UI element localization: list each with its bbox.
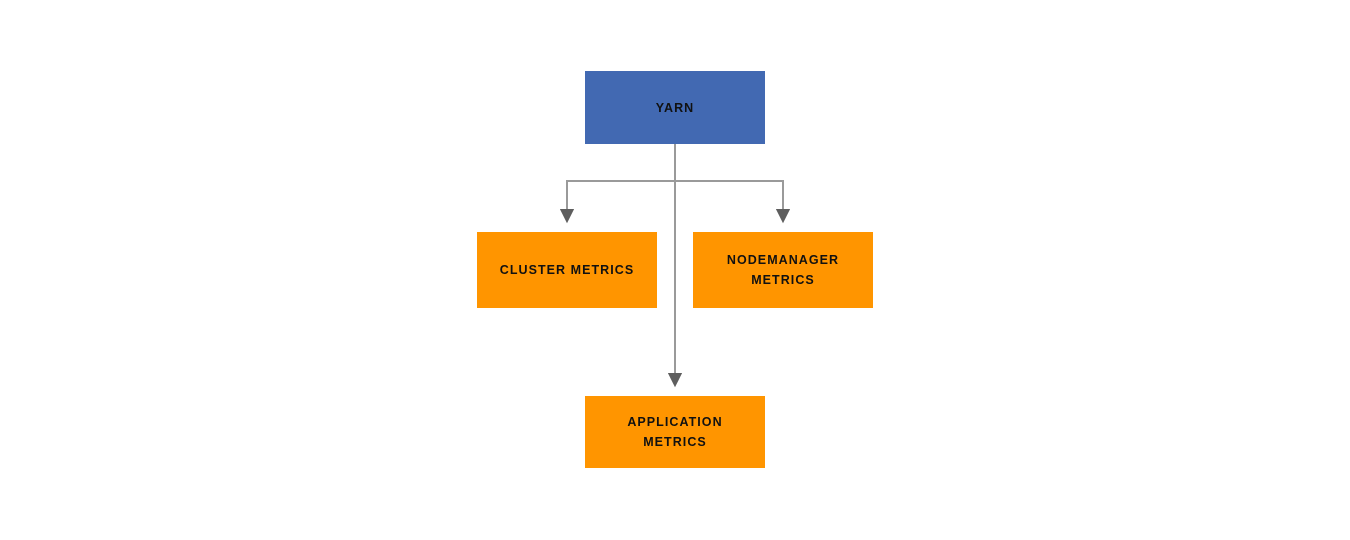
node-nodemanager-metrics-label: NODEMANAGER METRICS [726,253,840,287]
node-cluster-metrics[interactable]: CLUSTER METRICS [477,232,657,308]
node-yarn-label: YARN [655,100,695,115]
node-application-metrics[interactable]: APPLICATION METRICS [585,396,765,468]
node-yarn[interactable]: YARN [585,71,765,144]
node-nodemanager-metrics[interactable]: NODEMANAGER METRICS [693,232,873,308]
node-application-metrics-label: APPLICATION METRICS [627,415,723,449]
node-cluster-metrics-label: CLUSTER METRICS [499,263,635,277]
